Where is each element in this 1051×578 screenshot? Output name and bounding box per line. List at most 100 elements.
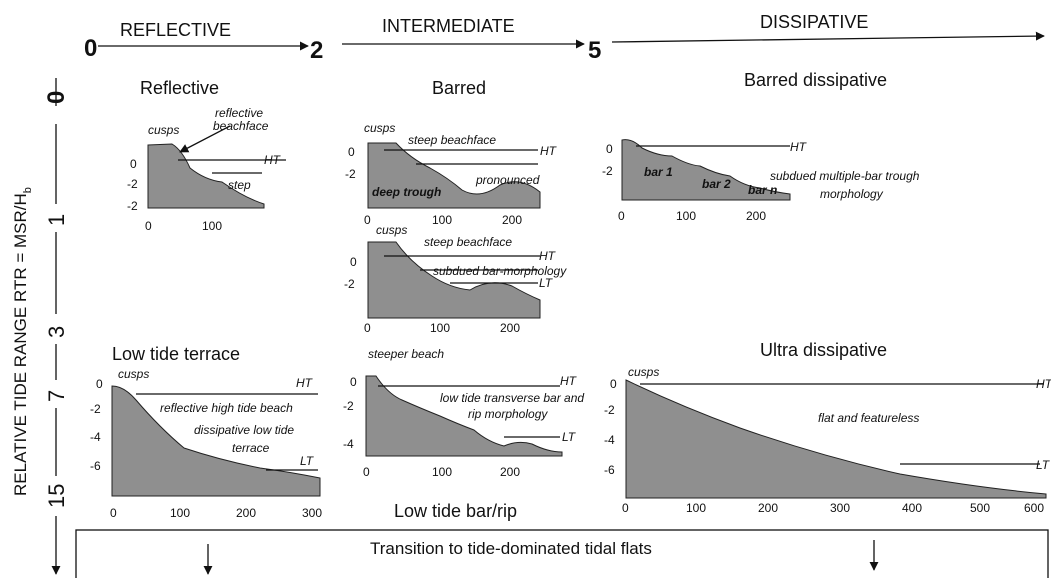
x-tick: 0	[145, 219, 152, 233]
x-tick: 100	[676, 209, 696, 223]
arrow-dissipative	[611, 31, 1045, 43]
x-tick: 0	[364, 321, 371, 335]
y-tick: -6	[90, 459, 101, 473]
label-morphology: morphology	[820, 187, 884, 201]
axis-tick-3: 3	[44, 326, 69, 338]
label-bar-2: bar 2	[702, 177, 731, 191]
panel-title-low-tide-terrace: Low tide terrace	[112, 344, 240, 364]
y-tick: -2	[344, 277, 355, 291]
y-tick: 0	[610, 377, 617, 391]
label-pronounced: pronounced	[475, 173, 540, 187]
x-tick: 0	[622, 501, 629, 515]
x-tick: 100	[430, 321, 450, 335]
axis-tick-15: 15	[44, 484, 69, 508]
label-subdued-bar: subdued bar-morphology	[433, 264, 567, 278]
y-tick: -4	[90, 430, 101, 444]
label-bar-n: bar n	[748, 183, 777, 197]
scale-number-0: 0	[84, 35, 97, 62]
profile-ultra-dissipative	[625, 379, 1047, 499]
profile-barred-low	[367, 241, 541, 319]
label-ht: HT	[539, 249, 557, 263]
x-tick: 100	[202, 219, 222, 233]
label-flat-featureless: flat and featureless	[818, 411, 919, 425]
profile-barred-dissipative	[621, 139, 791, 201]
label-steeper-beach: steeper beach	[368, 347, 444, 361]
label-ht: HT	[790, 140, 808, 154]
y-tick: -2	[127, 199, 138, 213]
scale-number-2: 2	[310, 37, 323, 64]
axis-tick-7: 7	[44, 390, 69, 402]
profile-barred	[367, 142, 541, 209]
transition-box: Transition to tide-dominated tidal flats	[75, 529, 1049, 578]
vertical-axis-label: RELATIVE TIDE RANGE RTR = MSR/Hb	[11, 187, 34, 496]
panel-title-ultra-dissipative: Ultra dissipative	[760, 340, 887, 360]
panel-reflective: Reflective cusps reflective beachface HT…	[127, 78, 286, 233]
panel-barred: Barred cusps steep beachface HT deep tro…	[345, 78, 558, 227]
label-bar-1: bar 1	[644, 165, 673, 179]
label-ht: HT	[560, 374, 578, 388]
label-reflective-high-tide: reflective high tide beach	[160, 401, 293, 415]
y-tick: -2	[127, 177, 138, 191]
y-tick: 0	[606, 142, 613, 156]
panel-barred-dissipative: Barred dissipative HT bar 1 bar 2 bar n …	[602, 70, 920, 223]
label-cusps: cusps	[364, 121, 395, 135]
label-cusps: cusps	[628, 365, 659, 379]
label-lt: LT	[562, 430, 577, 444]
label-cusps: cusps	[376, 223, 407, 237]
header-intermediate: INTERMEDIATE	[382, 16, 515, 36]
header-reflective: REFLECTIVE	[120, 20, 231, 40]
panel-title-low-tide-bar-rip: Low tide bar/rip	[394, 501, 517, 521]
x-tick: 200	[500, 465, 520, 479]
x-tick: 0	[110, 506, 117, 520]
panel-title-barred: Barred	[432, 78, 486, 98]
profile-low-tide-bar-rip	[365, 375, 563, 457]
panel-title-barred-dissipative: Barred dissipative	[744, 70, 887, 90]
y-tick: 0	[130, 157, 137, 171]
x-tick: 500	[970, 501, 990, 515]
y-tick: 0	[348, 145, 355, 159]
x-tick: 200	[500, 321, 520, 335]
scale-number-5: 5	[588, 37, 601, 64]
x-tick: 200	[758, 501, 778, 515]
y-tick: 0	[350, 375, 357, 389]
x-tick: 200	[236, 506, 256, 520]
label-subdued-multiple: subdued multiple-bar trough	[770, 169, 920, 183]
label-reflective: reflective	[215, 106, 263, 120]
y-tick: -2	[343, 399, 354, 413]
panel-low-tide-terrace: Low tide terrace cusps HT reflective hig…	[90, 344, 322, 520]
label-beachface: beachface	[213, 119, 269, 133]
x-tick: 100	[170, 506, 190, 520]
label-lt: LT	[539, 276, 554, 290]
x-tick: 100	[432, 213, 452, 227]
label-lt: LT	[300, 454, 315, 468]
y-tick: -2	[604, 403, 615, 417]
y-tick: -4	[604, 433, 615, 447]
y-tick: -4	[343, 437, 354, 451]
panel-title-reflective: Reflective	[140, 78, 219, 98]
x-tick: 0	[363, 465, 370, 479]
axis-tick-1: 1	[44, 214, 69, 226]
label-steep-beachface: steep beachface	[408, 133, 496, 147]
y-tick: -2	[345, 167, 356, 181]
y-tick: 0	[96, 377, 103, 391]
x-tick: 300	[830, 501, 850, 515]
label-ht: HT	[1036, 377, 1051, 391]
panel-low-tide-bar-rip: steeper beach HT low tide transverse bar…	[343, 347, 584, 521]
y-tick: 0	[350, 255, 357, 269]
header-dissipative: DISSIPATIVE	[760, 12, 868, 32]
label-lt: LT	[1036, 458, 1051, 472]
x-tick: 100	[432, 465, 452, 479]
y-tick: -6	[604, 463, 615, 477]
panel-barred-low: cusps steep beachface HT subdued bar-mor…	[344, 223, 567, 335]
x-tick: 100	[686, 501, 706, 515]
label-dissipative-low-tide: dissipative low tide	[194, 423, 294, 437]
label-deep-trough: deep trough	[372, 185, 441, 199]
profile-reflective	[147, 143, 265, 209]
x-tick: 400	[902, 501, 922, 515]
label-cusps: cusps	[118, 367, 149, 381]
label-cusps: cusps	[148, 123, 179, 137]
label-rip-morphology: rip morphology	[468, 407, 548, 421]
label-ht: HT	[540, 144, 558, 158]
y-tick: -2	[602, 164, 613, 178]
